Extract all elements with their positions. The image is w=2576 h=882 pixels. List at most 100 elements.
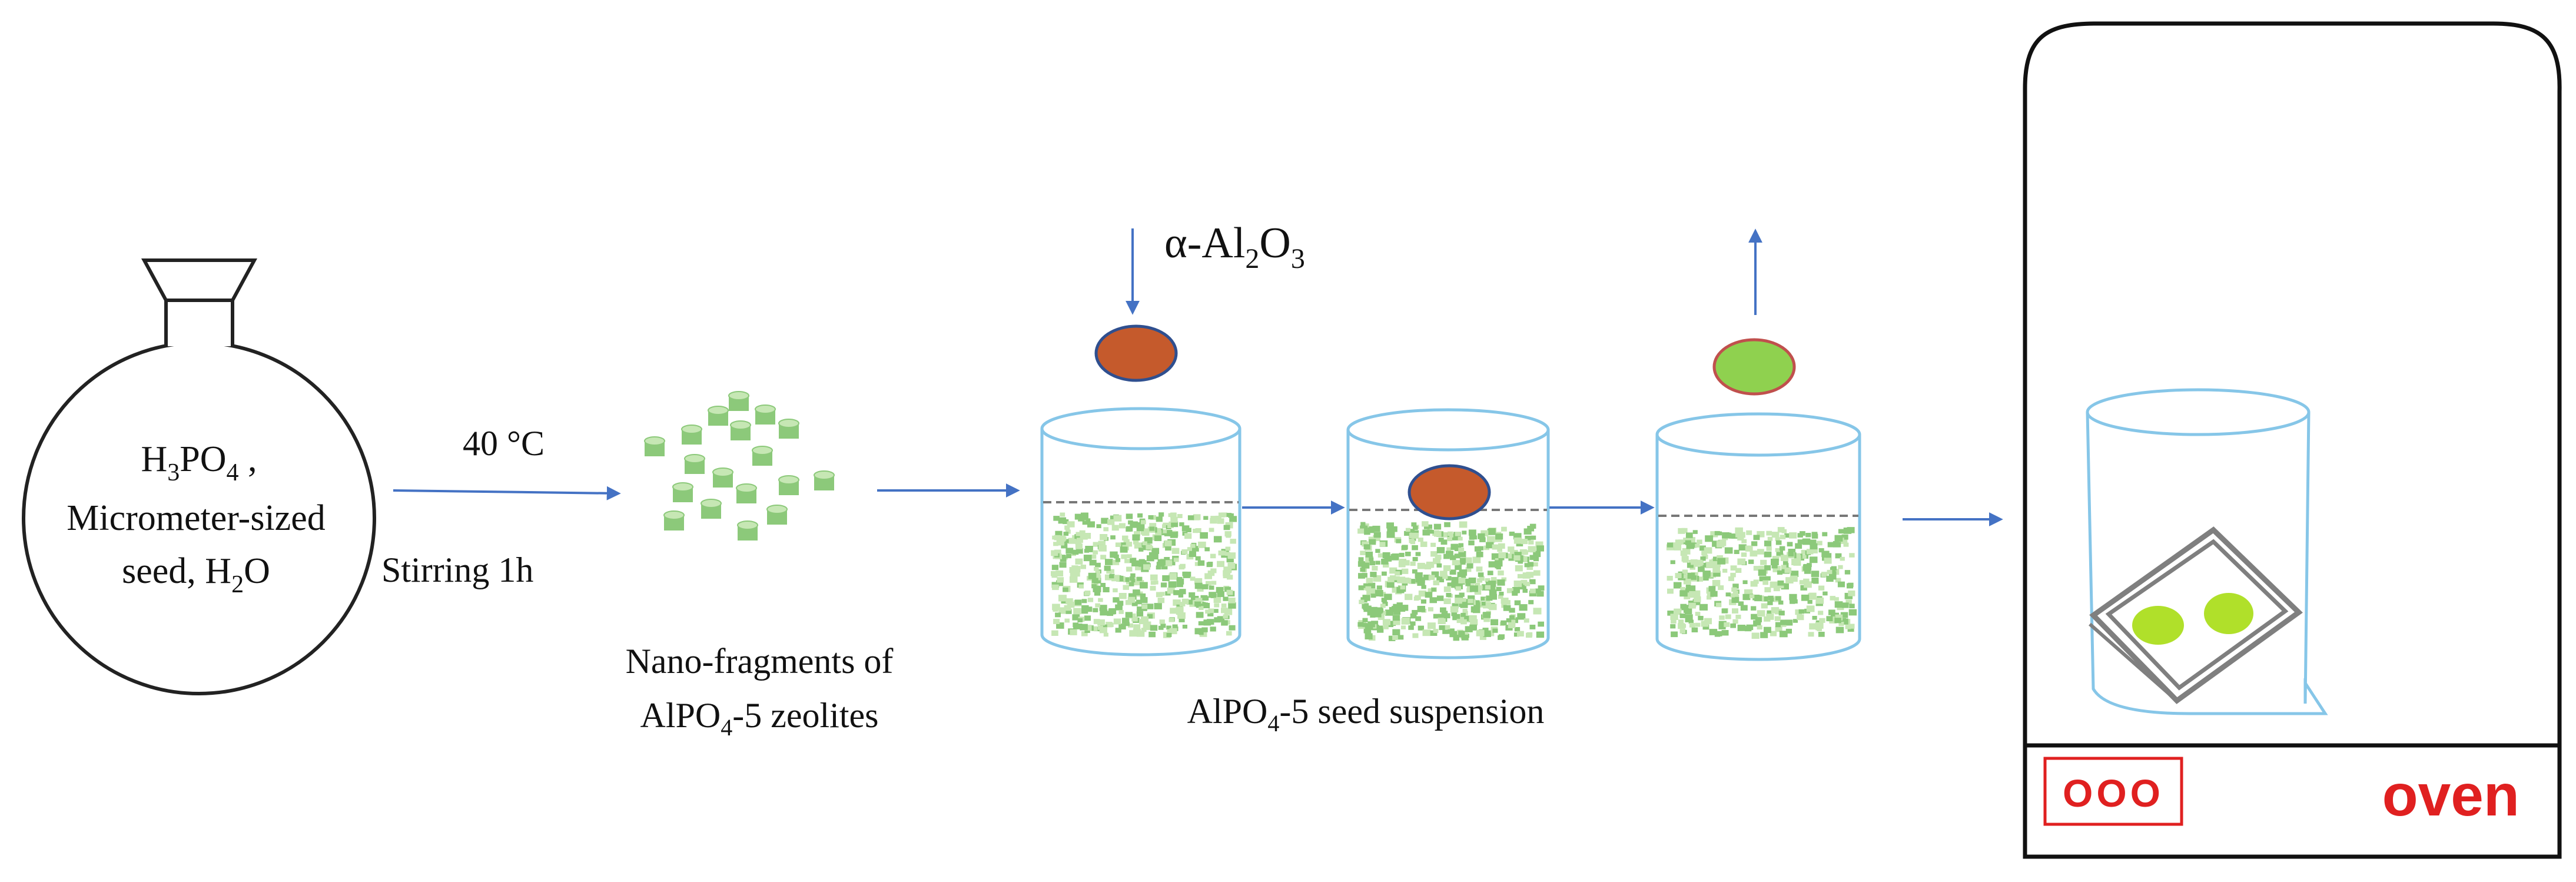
seed-particle xyxy=(1180,563,1186,569)
nano-fragment xyxy=(778,419,799,439)
nano-fragment xyxy=(778,475,799,495)
seed-particle xyxy=(1073,571,1080,577)
seed-particle xyxy=(1225,546,1231,551)
seed-particle xyxy=(1204,573,1212,579)
seed-particle xyxy=(1080,565,1086,569)
seed-particle xyxy=(1077,538,1083,543)
seed-particle xyxy=(1197,560,1205,566)
seed-particle xyxy=(1784,533,1790,538)
seed-particle xyxy=(1402,577,1409,583)
seed-particle xyxy=(1472,556,1481,563)
seed-particle xyxy=(1103,587,1110,592)
seed-particle xyxy=(1112,559,1120,565)
seed-particle xyxy=(1142,530,1150,536)
seed-particle xyxy=(1521,539,1528,545)
seed-particle xyxy=(1363,583,1369,588)
seed-particle xyxy=(1140,597,1148,604)
seed-particle xyxy=(1426,529,1432,534)
seed-particle xyxy=(1138,548,1144,552)
seed-particle xyxy=(1120,546,1128,553)
seed-particle xyxy=(1372,525,1380,532)
seed-particle xyxy=(1845,625,1851,629)
seed-particle xyxy=(1122,618,1130,624)
seed-particle xyxy=(1430,551,1438,557)
seed-particle xyxy=(1380,604,1386,608)
seed-particle xyxy=(1134,542,1142,549)
seed-particle xyxy=(1081,631,1088,636)
seed-particle xyxy=(1110,535,1116,540)
seed-particle xyxy=(1782,561,1788,565)
seed-particle xyxy=(1827,542,1834,548)
seed-particle xyxy=(1519,604,1528,611)
seed-particle xyxy=(1667,588,1674,594)
seed-particle xyxy=(1156,516,1163,522)
seed-particle xyxy=(1176,578,1184,585)
seed-particle xyxy=(1074,599,1082,605)
seed-particle xyxy=(1359,599,1365,604)
seed-particle xyxy=(1694,559,1703,566)
seed-particle xyxy=(1849,553,1855,558)
seed-particle xyxy=(1780,535,1786,539)
seed-particle xyxy=(1536,545,1544,552)
seed-particle xyxy=(1448,531,1453,536)
seed-particle xyxy=(1159,592,1165,596)
seed-particle xyxy=(1098,598,1103,602)
seed-particle xyxy=(1538,621,1544,627)
seed-particle xyxy=(1137,513,1143,518)
seed-particle xyxy=(1384,555,1392,562)
seed-particle xyxy=(1497,548,1502,552)
seed-particle xyxy=(1375,607,1383,614)
seed-particle xyxy=(1399,552,1405,558)
seed-particle xyxy=(1209,528,1214,532)
seed-particle xyxy=(1063,539,1069,543)
seed-particle xyxy=(1735,527,1743,534)
seed-particle xyxy=(1110,551,1118,558)
seed-particle xyxy=(1170,573,1177,579)
seed-particle xyxy=(1455,586,1461,591)
seed-particle xyxy=(1214,617,1221,623)
seed-particle xyxy=(1741,539,1747,543)
seed-particle xyxy=(1674,608,1682,615)
seed-particle xyxy=(1529,625,1536,629)
seed-particle xyxy=(1098,541,1106,547)
seed-particle xyxy=(1416,616,1421,621)
seed-particle xyxy=(1182,625,1187,629)
seed-particle xyxy=(1483,631,1491,637)
seed-particle xyxy=(1170,512,1177,518)
seed-particle xyxy=(1167,588,1175,594)
seed-particle xyxy=(1753,566,1760,571)
seed-particle xyxy=(1079,530,1085,535)
seed-particle xyxy=(1409,529,1415,533)
seed-particle xyxy=(1714,632,1721,637)
oven: OOO oven xyxy=(2023,21,2562,859)
seed-particle xyxy=(1728,576,1734,581)
seed-particle xyxy=(1194,578,1203,585)
seed-particle xyxy=(1059,562,1067,568)
seed-particle xyxy=(1396,602,1403,608)
seed-particle xyxy=(1486,595,1493,601)
seed-particle xyxy=(1225,552,1230,556)
seed-particle xyxy=(1069,576,1078,583)
seed-particle xyxy=(1688,619,1694,624)
seed-particle xyxy=(1071,565,1078,571)
seed-particle xyxy=(1104,574,1113,581)
seed-particle xyxy=(1818,632,1825,637)
seed-particle xyxy=(1460,558,1466,563)
seed-particle xyxy=(1085,606,1093,612)
seed-particle xyxy=(1750,550,1758,557)
seed-particle xyxy=(1688,585,1696,591)
seed-particle xyxy=(1806,605,1815,612)
seed-particle xyxy=(1189,551,1196,557)
seed-particle xyxy=(1753,620,1761,627)
seed-particle xyxy=(1129,630,1138,637)
seed-particle xyxy=(1075,532,1081,536)
seed-particle xyxy=(1100,609,1108,616)
seed-particle xyxy=(1819,618,1825,623)
seed-particle xyxy=(1848,624,1855,629)
seed-particle xyxy=(1383,562,1389,568)
seed-particle xyxy=(1057,577,1064,583)
nano-fragment xyxy=(712,467,733,488)
seed-particle xyxy=(1498,595,1503,599)
seed-particle xyxy=(1142,606,1147,611)
seed-particle xyxy=(1075,543,1083,549)
